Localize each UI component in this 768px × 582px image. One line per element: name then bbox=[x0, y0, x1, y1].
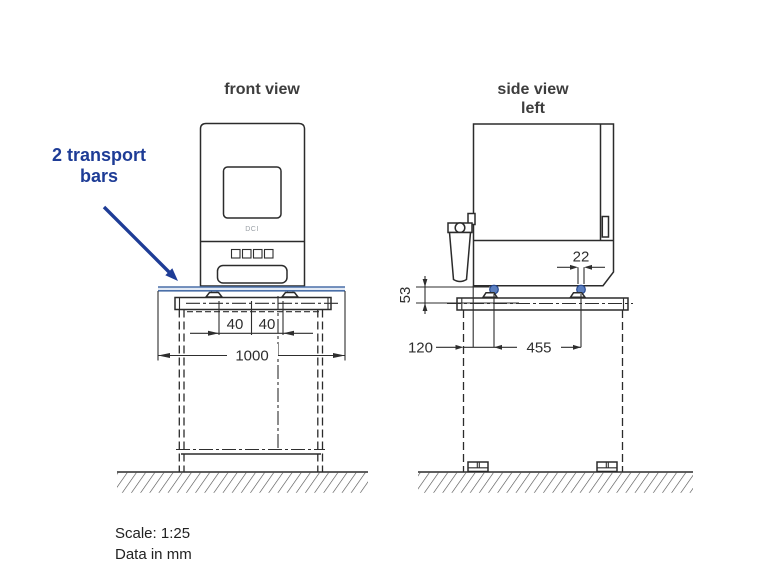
control-button bbox=[230, 248, 241, 259]
dimension-value: 1000 bbox=[235, 348, 268, 365]
dimension-bar-height: 53 bbox=[397, 276, 519, 314]
side-view: side view left bbox=[397, 81, 693, 493]
annotation-label-line1: 2 transport bbox=[52, 145, 146, 165]
arrowhead bbox=[283, 330, 294, 336]
text-gap bbox=[227, 344, 278, 359]
control-button bbox=[252, 248, 263, 259]
ground-front bbox=[117, 471, 368, 493]
machine-slot bbox=[216, 264, 288, 284]
front-view: front view DCI bbox=[117, 81, 368, 493]
machine-body-side bbox=[472, 123, 615, 287]
table-front bbox=[174, 296, 338, 472]
ground-side bbox=[418, 471, 693, 493]
dimension-value: 455 bbox=[526, 339, 551, 356]
arrowhead bbox=[208, 330, 219, 336]
transport-bars-annotation: 2 transport bars bbox=[52, 145, 178, 281]
dimension-foot-width: 22 bbox=[557, 249, 605, 284]
arrowhead bbox=[158, 353, 170, 358]
dimension-value: 40 bbox=[227, 316, 244, 333]
units-note: Data in mm bbox=[115, 546, 192, 563]
arrowhead bbox=[422, 303, 428, 311]
foot-pad bbox=[204, 291, 224, 298]
transport-wheels bbox=[481, 284, 587, 299]
arrowhead bbox=[333, 353, 345, 358]
machine-front: DCI bbox=[199, 122, 306, 287]
door-handle bbox=[601, 215, 610, 238]
annotation-arrow-shaft bbox=[102, 205, 171, 274]
control-buttons bbox=[230, 248, 274, 259]
annotation-label-line2: bars bbox=[80, 166, 118, 186]
transport-bar-front bbox=[158, 286, 345, 292]
brand-logo: DCI bbox=[245, 226, 259, 233]
floor-foot bbox=[467, 461, 489, 473]
machine-screen bbox=[222, 166, 282, 219]
ground-hatch bbox=[418, 472, 693, 493]
wheel-pad bbox=[569, 291, 587, 299]
arrowhead bbox=[573, 344, 581, 350]
funnel-cup bbox=[448, 231, 472, 283]
arrowhead bbox=[494, 344, 502, 350]
arrowhead bbox=[570, 264, 578, 270]
ground-hatch bbox=[117, 472, 368, 493]
text-gap bbox=[517, 340, 561, 355]
dimension-value: 53 bbox=[397, 287, 414, 304]
drain-funnel bbox=[447, 212, 476, 283]
scale-note: Scale: 1:25 bbox=[115, 525, 190, 542]
front-view-title: front view bbox=[224, 81, 300, 98]
machine-side bbox=[472, 123, 615, 287]
dimension-total-width: 1000 bbox=[157, 291, 346, 365]
control-button bbox=[241, 248, 252, 259]
side-view-title-line1: side view bbox=[497, 81, 569, 98]
table-side bbox=[447, 297, 633, 472]
control-button bbox=[263, 248, 274, 259]
side-view-title-line2: left bbox=[521, 100, 546, 117]
foot-pad bbox=[280, 291, 300, 298]
transport-bar-fill bbox=[158, 287, 345, 291]
floor-foot bbox=[596, 461, 618, 473]
dimension-value: 22 bbox=[573, 249, 590, 266]
dimension-wheel-positions: 120 455 bbox=[408, 285, 582, 356]
arrowhead bbox=[455, 344, 464, 350]
dimension-value: 40 bbox=[259, 316, 276, 333]
footer-notes: Scale: 1:25 Data in mm bbox=[115, 525, 192, 563]
wheel-pad bbox=[481, 291, 499, 299]
funnel-cap-knob bbox=[454, 222, 466, 234]
dimension-value: 120 bbox=[408, 339, 433, 356]
arrowhead bbox=[422, 279, 428, 287]
arrowhead bbox=[584, 264, 592, 270]
dimension-bar-offsets: 40 40 bbox=[190, 301, 313, 336]
floor-feet bbox=[467, 461, 618, 473]
annotation-arrowhead-icon bbox=[165, 268, 178, 281]
